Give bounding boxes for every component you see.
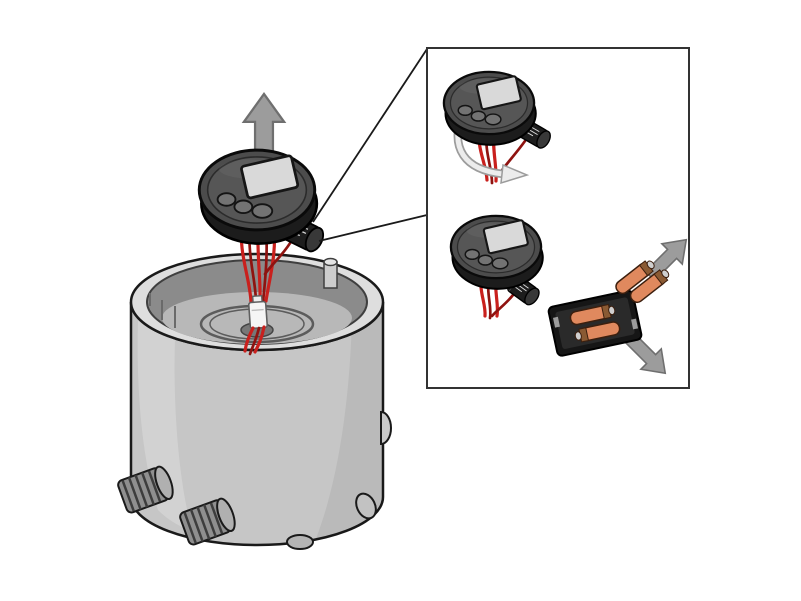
callout-line-bottom [318, 214, 428, 242]
step-replace-batteries [449, 214, 698, 385]
timer-controller-main [197, 148, 319, 246]
callout-line-top [312, 48, 428, 223]
side-port-right [380, 410, 392, 446]
connector-body [247, 300, 269, 330]
housing-shade-right [315, 302, 384, 541]
step-flip-controller [442, 70, 554, 185]
side-port-lower [355, 492, 377, 520]
side-ports [286, 410, 392, 550]
bottom-port [286, 534, 314, 550]
callout-lines [312, 48, 428, 242]
interior-ribs [149, 293, 176, 328]
main-view [115, 92, 392, 550]
wire-bundle-lower [243, 325, 266, 356]
tray-contact-right [631, 318, 639, 330]
tray-contact-left [552, 316, 560, 328]
interior-post [323, 257, 338, 289]
rotate-arrow-head [500, 163, 530, 185]
timer-controller-flip [442, 70, 537, 146]
timer-controller-batt [449, 214, 544, 290]
battery-tray [547, 289, 643, 357]
